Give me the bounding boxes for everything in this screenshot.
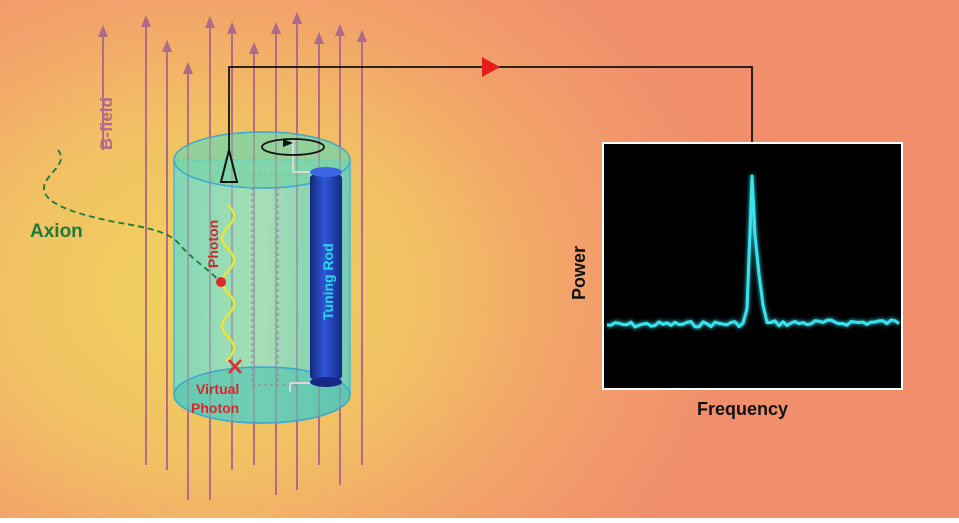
b-field-arrow-icon [183,62,193,74]
b-field-arrow-icon [357,30,367,42]
b-field-arrow-icon [292,12,302,24]
b-field-arrow-icon [271,22,281,34]
virtual-photon-label-line1: Virtual [196,381,239,397]
b-field-arrow-icon [183,62,193,74]
signal-direction-arrow-icon [482,57,500,77]
b-field-arrow-icon [141,15,151,27]
axion-photon-vertex [216,277,226,287]
b-field-arrow-icon [249,42,259,54]
b-field-arrow-icon [292,12,302,24]
b-field-arrow-icon [271,22,281,34]
b-field-arrow-icon [98,25,108,37]
power-axis-label: Power [569,246,589,300]
b-field-arrow-icon [249,42,259,54]
b-field-arrow-icon [141,15,151,27]
tuning-rod: Tuning Rod [310,167,342,387]
rotation-arrow-icon [261,138,325,392]
antenna-icon [219,149,239,183]
frequency-axis-label: Frequency [697,399,788,419]
b-field-label: B-field [97,97,116,150]
axion-path [43,149,221,283]
b-field-arrow-icon [227,22,237,34]
b-field-arrow-icon [98,25,108,37]
b-field-arrow-icon [205,16,215,28]
virtual-photon-cross-icon [228,359,242,374]
spectrum-trace [606,174,900,329]
signal-cable [228,57,753,150]
b-field-arrow-icon [162,40,172,52]
b-field-arrow-icon [314,32,324,44]
virtual-photon-label-line2: Photon [191,400,239,416]
resonant-cavity [173,131,351,424]
b-field-arrow-icon [162,40,172,52]
photon-label: Photon [205,220,221,268]
b-field-arrow-icon [335,24,345,36]
b-field-arrow-icon [205,16,215,28]
b-field-arrow-icon [335,24,345,36]
b-field-arrow-icon [314,32,324,44]
power-spectrum-plot [602,142,903,390]
b-field-arrow-icon [227,22,237,34]
tuning-rod-label: Tuning Rod [320,243,336,320]
b-field-arrow-icon [357,30,367,42]
axion-label: Axion [30,221,83,242]
